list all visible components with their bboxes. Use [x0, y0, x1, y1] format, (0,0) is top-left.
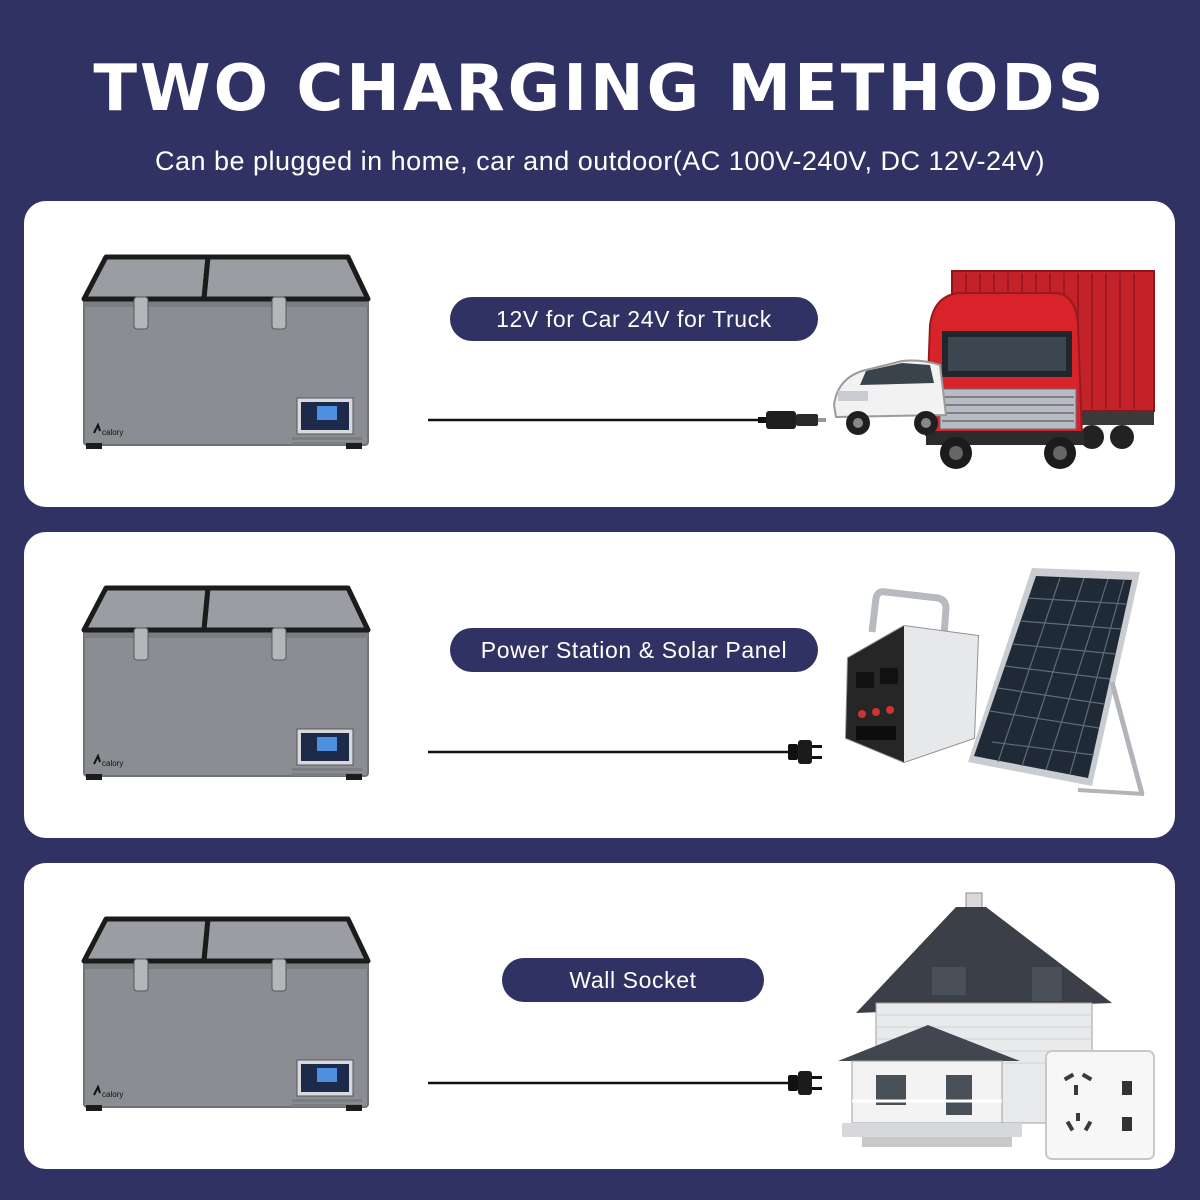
house-and-wall-socket-image — [838, 892, 1155, 1160]
brand-logo: calory — [102, 1090, 123, 1099]
page-title: TWO CHARGING METHODS — [93, 52, 1107, 126]
cable-with-car-plug — [428, 411, 826, 429]
power-station-and-solar-panel-image — [844, 568, 1145, 796]
brand-logo: calory — [102, 759, 123, 768]
method-label-wall: Wall Socket — [502, 958, 764, 1002]
fridge-image: calory — [81, 585, 371, 780]
car-plug-icon — [758, 411, 826, 429]
method-panel-car: calory 12V for Car 24V for Truck — [24, 201, 1175, 507]
ac-plug-icon — [788, 740, 822, 764]
method-panel-solar: calory Power Station & Solar Panel — [24, 532, 1175, 838]
cable-with-ac-plug — [428, 740, 822, 764]
method-panel-wall: calory Wall Socket — [24, 863, 1175, 1169]
cable-with-ac-plug — [428, 1071, 822, 1095]
method-label-car: 12V for Car 24V for Truck — [450, 297, 818, 341]
method-label-solar: Power Station & Solar Panel — [450, 628, 818, 672]
ac-plug-icon — [788, 1071, 822, 1095]
car-and-truck-image — [832, 270, 1155, 469]
page-subtitle: Can be plugged in home, car and outdoor(… — [154, 146, 1046, 176]
brand-logo: calory — [102, 428, 123, 437]
fridge-image: calory — [81, 916, 371, 1111]
fridge-image: calory — [81, 254, 371, 449]
